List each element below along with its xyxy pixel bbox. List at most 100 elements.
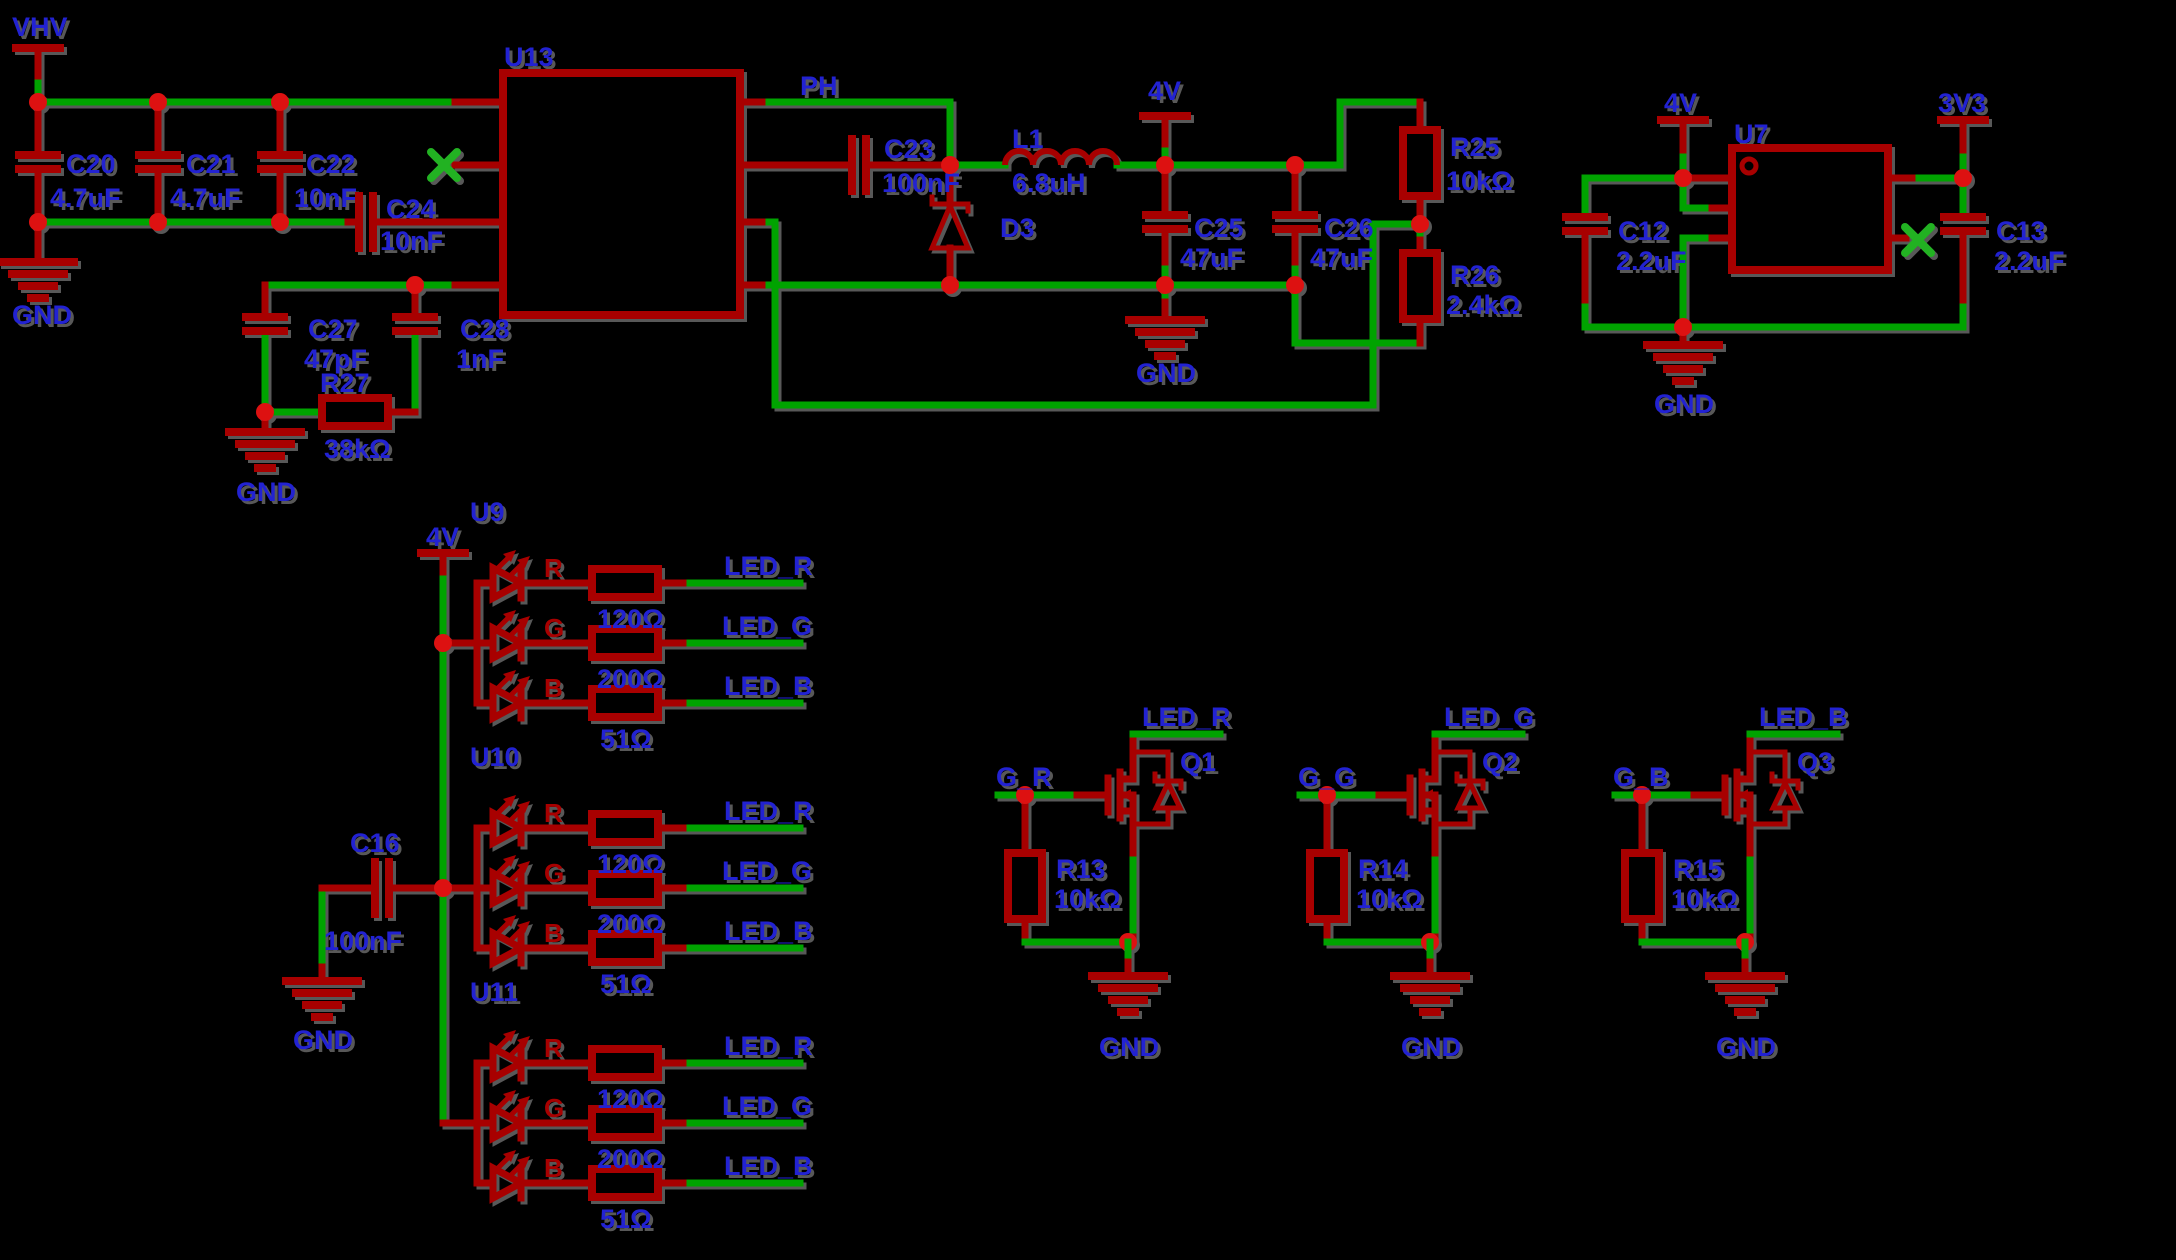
resistor-value[interactable]: 120Ω <box>597 849 664 879</box>
net-label-led-b[interactable]: LED_B <box>724 1151 813 1181</box>
net-label-4v[interactable]: 4V <box>1664 88 1697 118</box>
value-label[interactable]: 47uF <box>1310 243 1373 273</box>
supply-4v-ldo[interactable]: 4V <box>1661 88 1705 120</box>
supply-3v3[interactable]: 3V3 <box>1938 88 1986 120</box>
resistor-value[interactable]: 51Ω <box>600 969 652 999</box>
ref-label[interactable]: C12 <box>1618 216 1668 246</box>
ref-label[interactable]: Q3 <box>1797 747 1833 777</box>
value-label[interactable]: 1nF <box>456 344 504 374</box>
supply-4v-leds[interactable]: 4V <box>421 522 465 553</box>
ref-label[interactable]: C16 <box>350 828 400 858</box>
net-label-ph[interactable]: PH <box>800 71 838 101</box>
gnd-label[interactable]: GND <box>236 477 296 507</box>
ref-label[interactable]: R25 <box>1450 132 1500 162</box>
ic-body[interactable] <box>499 69 744 319</box>
value-label[interactable]: 2.4kΩ <box>1446 290 1520 320</box>
capacitor-C21[interactable]: C21 4.7uF <box>139 149 241 213</box>
capacitor-C16[interactable]: C16 100nF <box>324 828 402 956</box>
net-label-3v3[interactable]: 3V3 <box>1938 88 1986 118</box>
capacitor-C26[interactable]: C26 47uF <box>1276 213 1374 273</box>
resistor-value[interactable]: 51Ω <box>600 724 652 754</box>
value-label[interactable]: 47uF <box>1180 243 1243 273</box>
ref-label[interactable]: C13 <box>1996 216 2046 246</box>
ref-label[interactable]: L1 <box>1012 124 1044 154</box>
value-label[interactable]: 2.2uF <box>1616 246 1687 276</box>
ref-label[interactable]: C24 <box>386 194 436 224</box>
net-label-led-r[interactable]: LED_R <box>1142 702 1231 732</box>
gnd-label[interactable]: GND <box>1401 1032 1461 1062</box>
ref-label[interactable]: Q1 <box>1180 747 1216 777</box>
capacitor-C27[interactable]: C27 47pF <box>246 314 367 374</box>
ref-label[interactable]: C22 <box>306 149 356 179</box>
pulldown-ref[interactable]: R15 <box>1673 854 1723 884</box>
ic-U13[interactable]: U13 <box>499 42 744 319</box>
wire[interactable] <box>736 98 1424 347</box>
pulldown-ref[interactable]: R13 <box>1056 854 1106 884</box>
value-label[interactable]: 6.8uH <box>1012 168 1086 198</box>
net-label-led-b[interactable]: LED_B <box>724 916 813 946</box>
gnd-label[interactable]: GND <box>1654 389 1714 419</box>
ref-label[interactable]: R26 <box>1450 260 1500 290</box>
net-label-led-r[interactable]: LED_R <box>724 551 813 581</box>
value-label[interactable]: 10kΩ <box>1446 166 1513 196</box>
resistor-value[interactable]: 200Ω <box>597 909 664 939</box>
gnd-symbol-input[interactable]: GND <box>2 262 74 330</box>
gnd-label[interactable]: GND <box>1099 1032 1159 1062</box>
net-label-4v[interactable]: 4V <box>1148 76 1181 106</box>
value-label[interactable]: 10nF <box>294 183 357 213</box>
ref-label[interactable]: U9 <box>470 497 505 527</box>
ref-label[interactable]: C23 <box>884 134 934 164</box>
wire[interactable] <box>318 568 447 1127</box>
gnd-symbol-compensation[interactable]: GND <box>229 432 301 507</box>
value-label[interactable]: 38kΩ <box>324 434 391 464</box>
ref-label[interactable]: R27 <box>320 368 370 398</box>
net-label-4v[interactable]: 4V <box>426 522 459 552</box>
net-label-led-b[interactable]: LED_B <box>1759 702 1848 732</box>
net-label-led-b[interactable]: LED_B <box>724 671 813 701</box>
ref-label[interactable]: U11 <box>470 977 518 1007</box>
wire[interactable] <box>261 281 419 434</box>
resistor-R27[interactable]: R27 38kΩ <box>320 368 391 464</box>
diode-D3[interactable]: D3 <box>928 194 1035 251</box>
net-wires-buck[interactable] <box>34 72 1424 416</box>
red-conductors-buck[interactable] <box>34 44 1424 434</box>
resistor-value[interactable]: 51Ω <box>600 1204 652 1234</box>
net-label-led-g[interactable]: LED_G <box>1444 702 1534 732</box>
pulldown-value[interactable]: 10kΩ <box>1054 884 1121 914</box>
rgb-led-U9[interactable]: U9 R G B 120Ω 200Ω 51Ω LED_R LED_G LED_B <box>443 497 813 754</box>
resistor-value[interactable]: 120Ω <box>597 1084 664 1114</box>
resistor-value[interactable]: 120Ω <box>597 604 664 634</box>
net-label-led-r[interactable]: LED_R <box>724 796 813 826</box>
ic-U7[interactable]: U7 <box>1728 119 1892 274</box>
capacitor-C22[interactable]: C22 10nF <box>261 149 357 213</box>
value-label[interactable]: 47pF <box>304 344 367 374</box>
net-label-g-b[interactable]: G_B <box>1613 762 1669 792</box>
capacitor-C12[interactable]: C12 2.2uF <box>1566 216 1687 276</box>
gnd-label[interactable]: GND <box>1136 358 1196 388</box>
supply-4v-buck[interactable]: 4V <box>1143 76 1187 116</box>
ref-label[interactable]: U10 <box>470 742 520 772</box>
net-label-g-g[interactable]: G_G <box>1298 762 1355 792</box>
gnd-symbol-c16[interactable]: GND <box>286 981 358 1055</box>
net-label-g-r[interactable]: G_R <box>996 762 1052 792</box>
ref-label[interactable]: C21 <box>186 149 236 179</box>
value-label[interactable]: 4.7uF <box>170 183 241 213</box>
capacitor-C13[interactable]: C13 2.2uF <box>1944 216 2065 276</box>
rgb-led-U11[interactable]: U11 R G B 120Ω 200Ω 51Ω LED_R LED_G LED_… <box>443 977 813 1234</box>
resistor-R26[interactable]: R26 2.4kΩ <box>1403 253 1520 320</box>
ref-label[interactable]: Q2 <box>1482 747 1518 777</box>
ref-label[interactable]: C27 <box>308 314 358 344</box>
ref-label[interactable]: C26 <box>1324 213 1374 243</box>
inductor-L1[interactable]: L1 6.8uH <box>1002 124 1120 198</box>
ref-label[interactable]: D3 <box>1000 213 1035 243</box>
ref-label[interactable]: C28 <box>460 314 510 344</box>
capacitor-C20[interactable]: C20 4.7uF <box>19 149 121 213</box>
net-label-vhv[interactable]: VHV <box>12 12 68 42</box>
wire[interactable] <box>34 44 507 289</box>
pulldown-value[interactable]: 10kΩ <box>1356 884 1423 914</box>
mosfet-circuit-Q1[interactable]: LED_R Q1 G_R R13 10kΩ GND <box>996 702 1231 1062</box>
pulldown-value[interactable]: 10kΩ <box>1671 884 1738 914</box>
mosfet-circuit-Q3[interactable]: LED_B Q3 G_B R15 10kΩ GND <box>1613 702 1848 1062</box>
gnd-label[interactable]: GND <box>293 1025 353 1055</box>
